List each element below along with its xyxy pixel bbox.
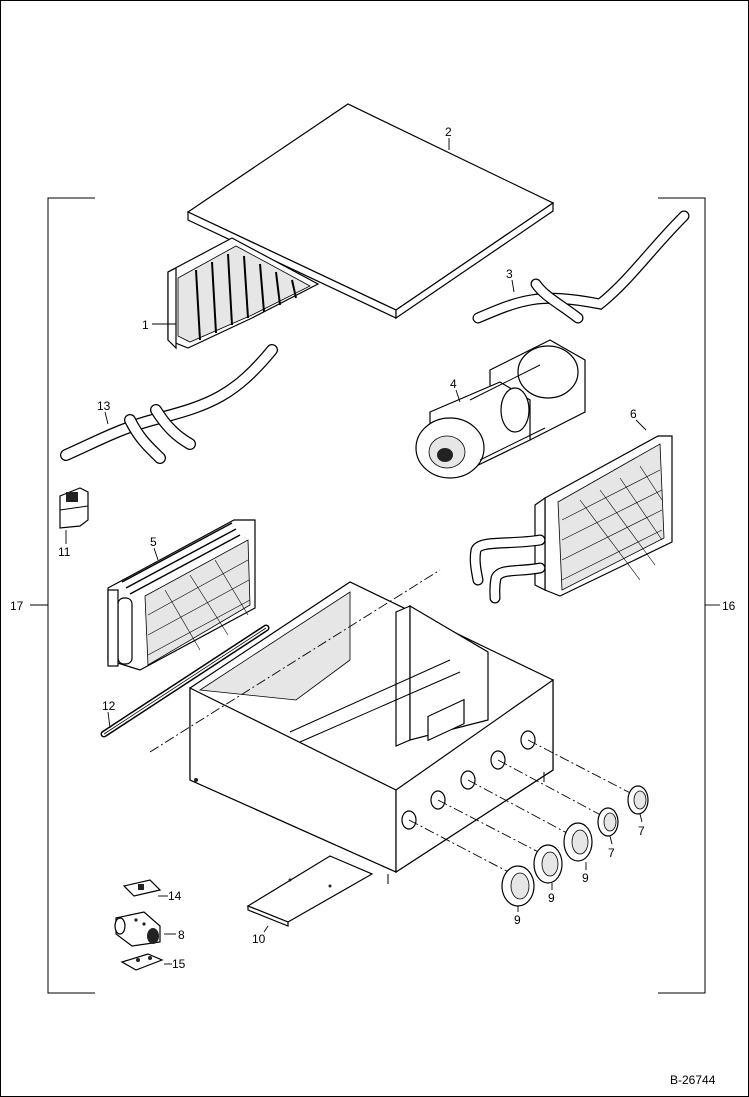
part-10-panel	[246, 855, 374, 927]
label-4: 4	[450, 377, 457, 391]
label-8: 8	[178, 928, 185, 942]
bracket-right-16	[658, 197, 706, 994]
label-9-a: 9	[514, 913, 521, 927]
label-5: 5	[150, 535, 157, 549]
reference-number: B-26744	[670, 1073, 716, 1087]
leader-lines	[30, 138, 720, 965]
part-11-clip	[59, 487, 89, 529]
housing-box	[189, 581, 554, 884]
part-4-blower	[415, 339, 586, 479]
part-6-heat-exchanger	[469, 435, 673, 604]
label-7-a: 7	[608, 846, 615, 860]
rings-7-9	[501, 785, 649, 907]
label-12: 12	[102, 699, 116, 713]
label-9-c: 9	[582, 871, 589, 885]
label-14: 14	[168, 889, 182, 903]
part-8-valve	[114, 911, 161, 947]
bracket-left-17	[47, 197, 95, 994]
label-13: 13	[97, 399, 111, 413]
label-16: 16	[722, 599, 736, 613]
part-5-core	[107, 519, 256, 671]
part-1-filter	[167, 237, 320, 350]
label-1: 1	[142, 318, 149, 332]
label-6: 6	[630, 407, 637, 421]
label-9-b: 9	[548, 891, 555, 905]
label-15: 15	[172, 957, 186, 971]
label-17: 17	[10, 599, 24, 613]
part-14-bracket	[122, 879, 162, 897]
label-3: 3	[506, 267, 513, 281]
part-12-rod	[100, 624, 270, 738]
part-2-cover-plate	[186, 103, 555, 320]
alignment-lines	[149, 569, 641, 879]
label-11: 11	[58, 545, 71, 559]
label-10: 10	[252, 932, 266, 946]
label-7-b: 7	[638, 824, 645, 838]
part-15-clip	[120, 953, 164, 971]
label-2: 2	[445, 125, 452, 139]
part-labels: 2 1 3 4 6 13 11 5 12 17 16 14 8 15 10 9 …	[10, 125, 736, 971]
